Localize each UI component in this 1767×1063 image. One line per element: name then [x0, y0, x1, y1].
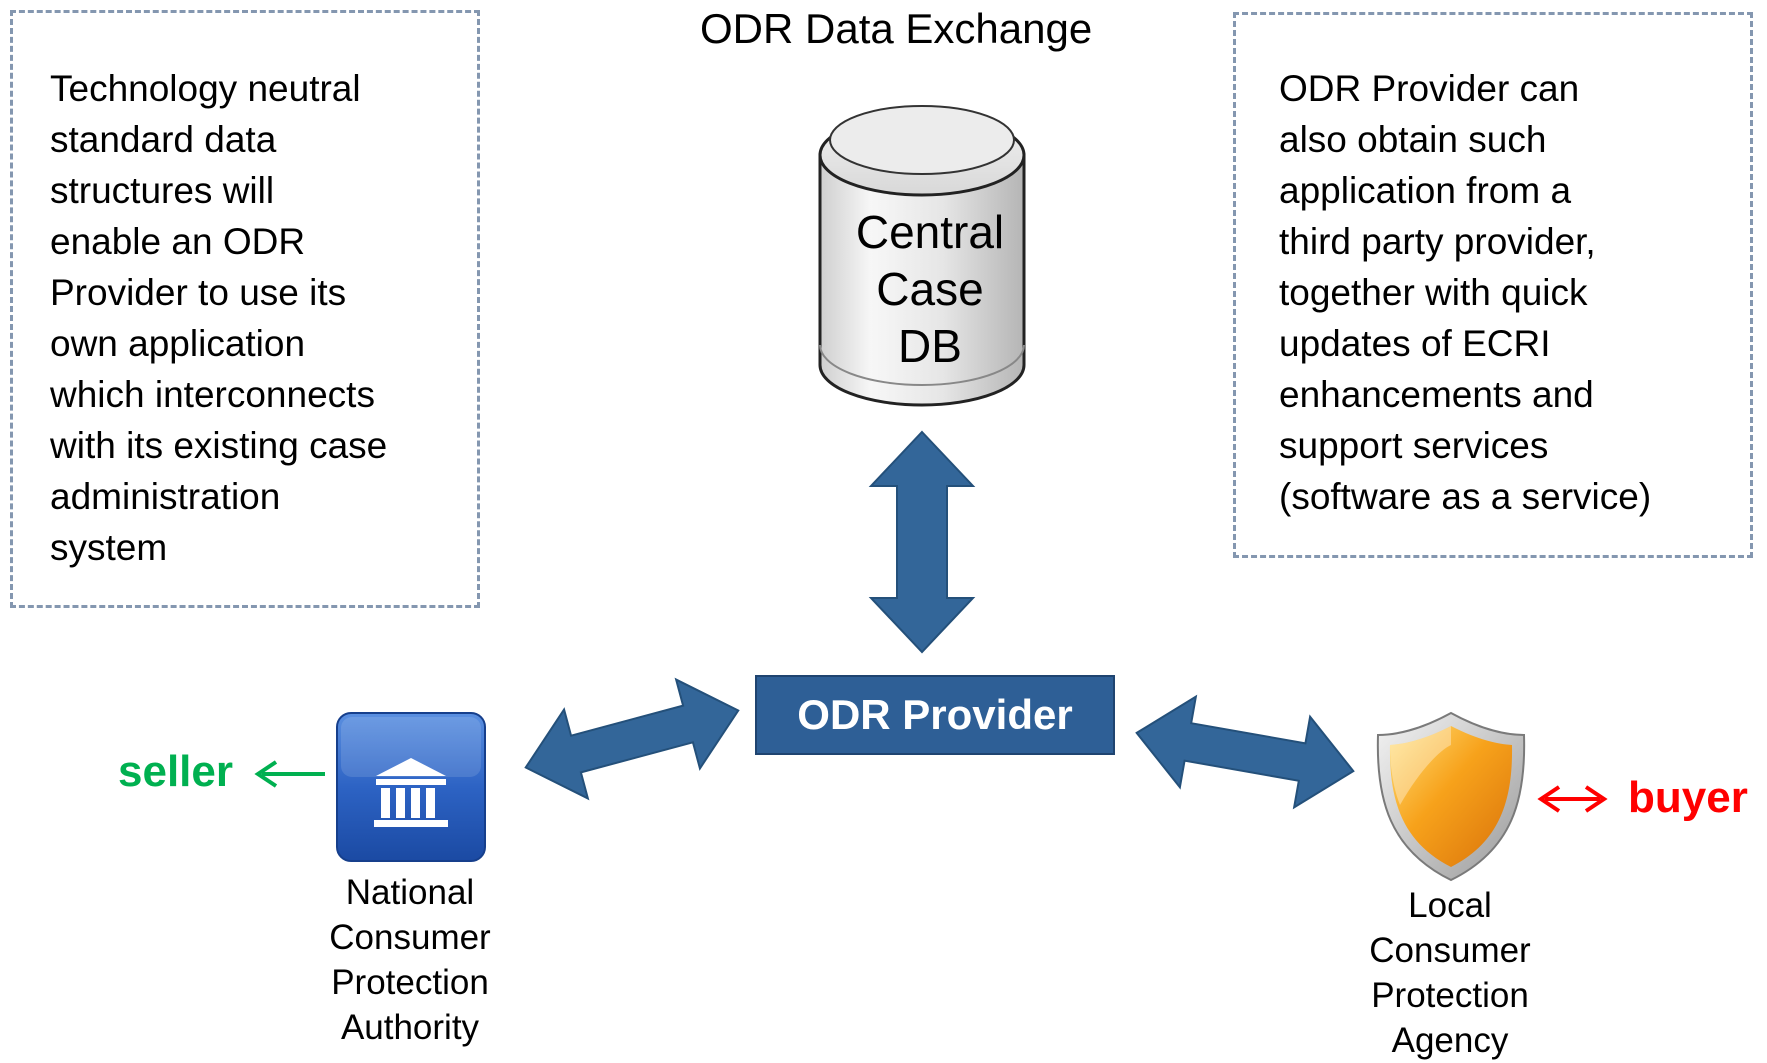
right-note-box: ODR Provider can also obtain such applic… — [1233, 12, 1753, 558]
provider-national-arrow — [524, 677, 740, 801]
left-note-box: Technology neutral standard data structu… — [10, 10, 480, 608]
shield-icon — [1376, 711, 1526, 882]
provider-local-arrow — [1135, 694, 1355, 810]
left-note-text: Technology neutral standard data structu… — [50, 68, 388, 568]
local-agency-label: Local Consumer Protection Agency — [1369, 886, 1531, 1060]
seller-arrow-icon — [254, 760, 325, 788]
database-cylinder-icon — [818, 105, 1026, 407]
database-label: Central Case DB — [855, 206, 1005, 372]
right-note-text: ODR Provider can also obtain such applic… — [1279, 68, 1652, 517]
buyer-label: buyer — [1628, 773, 1748, 822]
buyer-arrow-icon — [1537, 785, 1608, 813]
government-building-icon — [336, 712, 486, 862]
seller-label: seller — [118, 747, 233, 796]
national-authority-label: National Consumer Protection Authority — [329, 873, 491, 1047]
odr-provider-box: ODR Provider — [755, 675, 1115, 755]
db-provider-arrow — [868, 430, 976, 654]
diagram-title: ODR Data Exchange — [700, 5, 1093, 52]
